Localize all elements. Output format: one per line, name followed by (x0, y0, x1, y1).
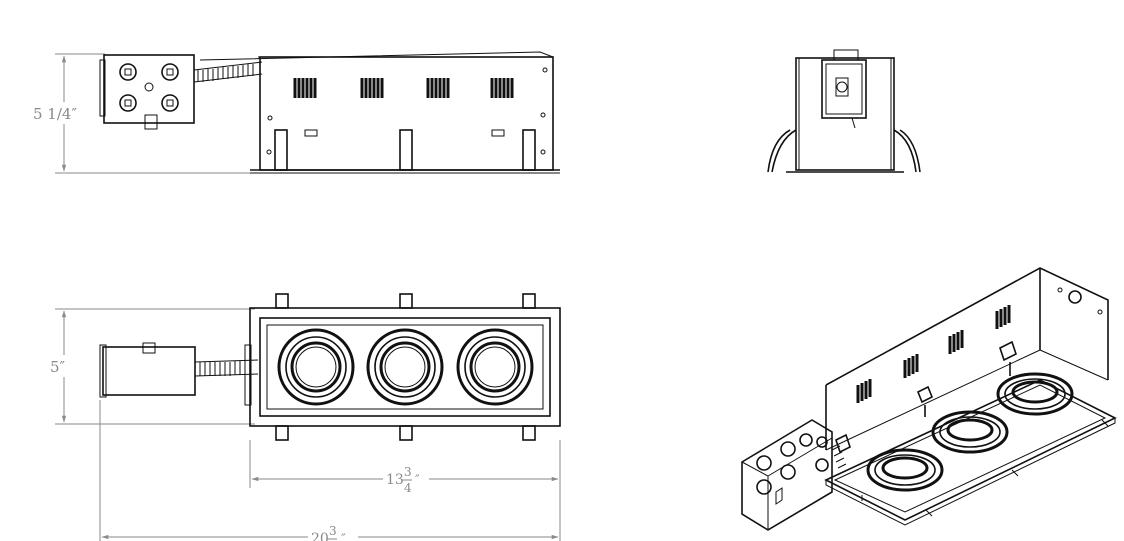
housing-length-whole: 13 (386, 472, 404, 488)
junction-box-plan (99, 342, 259, 398)
height-dimension-label: 5 1/4″ (33, 105, 77, 123)
trim-frame (244, 293, 561, 441)
lamp-1 (277, 328, 355, 406)
mounting-brackets (274, 129, 536, 171)
housing-length-dimension: 13 3 4 ″ (249, 440, 561, 496)
lamp-3 (456, 328, 534, 406)
iso-vents (856, 305, 1011, 403)
housing-length-den: 4 (404, 481, 412, 495)
plan-view: 5″ (48, 293, 561, 541)
iso-lamp-3 (996, 372, 1074, 416)
lamp-2 (366, 328, 444, 406)
flex-conduit (193, 61, 263, 83)
width-dimension-label: 5″ (50, 358, 66, 376)
vent-slots (293, 78, 514, 98)
overall-length-dimension: 20 3 ″ (99, 400, 561, 541)
overall-length-whole: 20 (311, 531, 329, 541)
end-elevation-view (767, 49, 921, 173)
overall-length-unit: ″ (341, 532, 346, 541)
iso-junction-box (741, 419, 847, 531)
iso-lamp-1 (866, 448, 944, 492)
height-dimension: 5 1/4″ (30, 53, 255, 174)
isometric-view (741, 267, 1117, 531)
housing-length-num: 3 (404, 465, 412, 479)
junction-box (99, 54, 195, 130)
iso-lamp-2 (931, 410, 1009, 454)
side-elevation-view: 5 1/4″ (30, 51, 560, 174)
width-dimension: 5″ (48, 308, 255, 425)
overall-length-num: 3 (329, 524, 337, 538)
housing-side (199, 51, 560, 174)
housing-length-unit: ″ (415, 473, 420, 488)
